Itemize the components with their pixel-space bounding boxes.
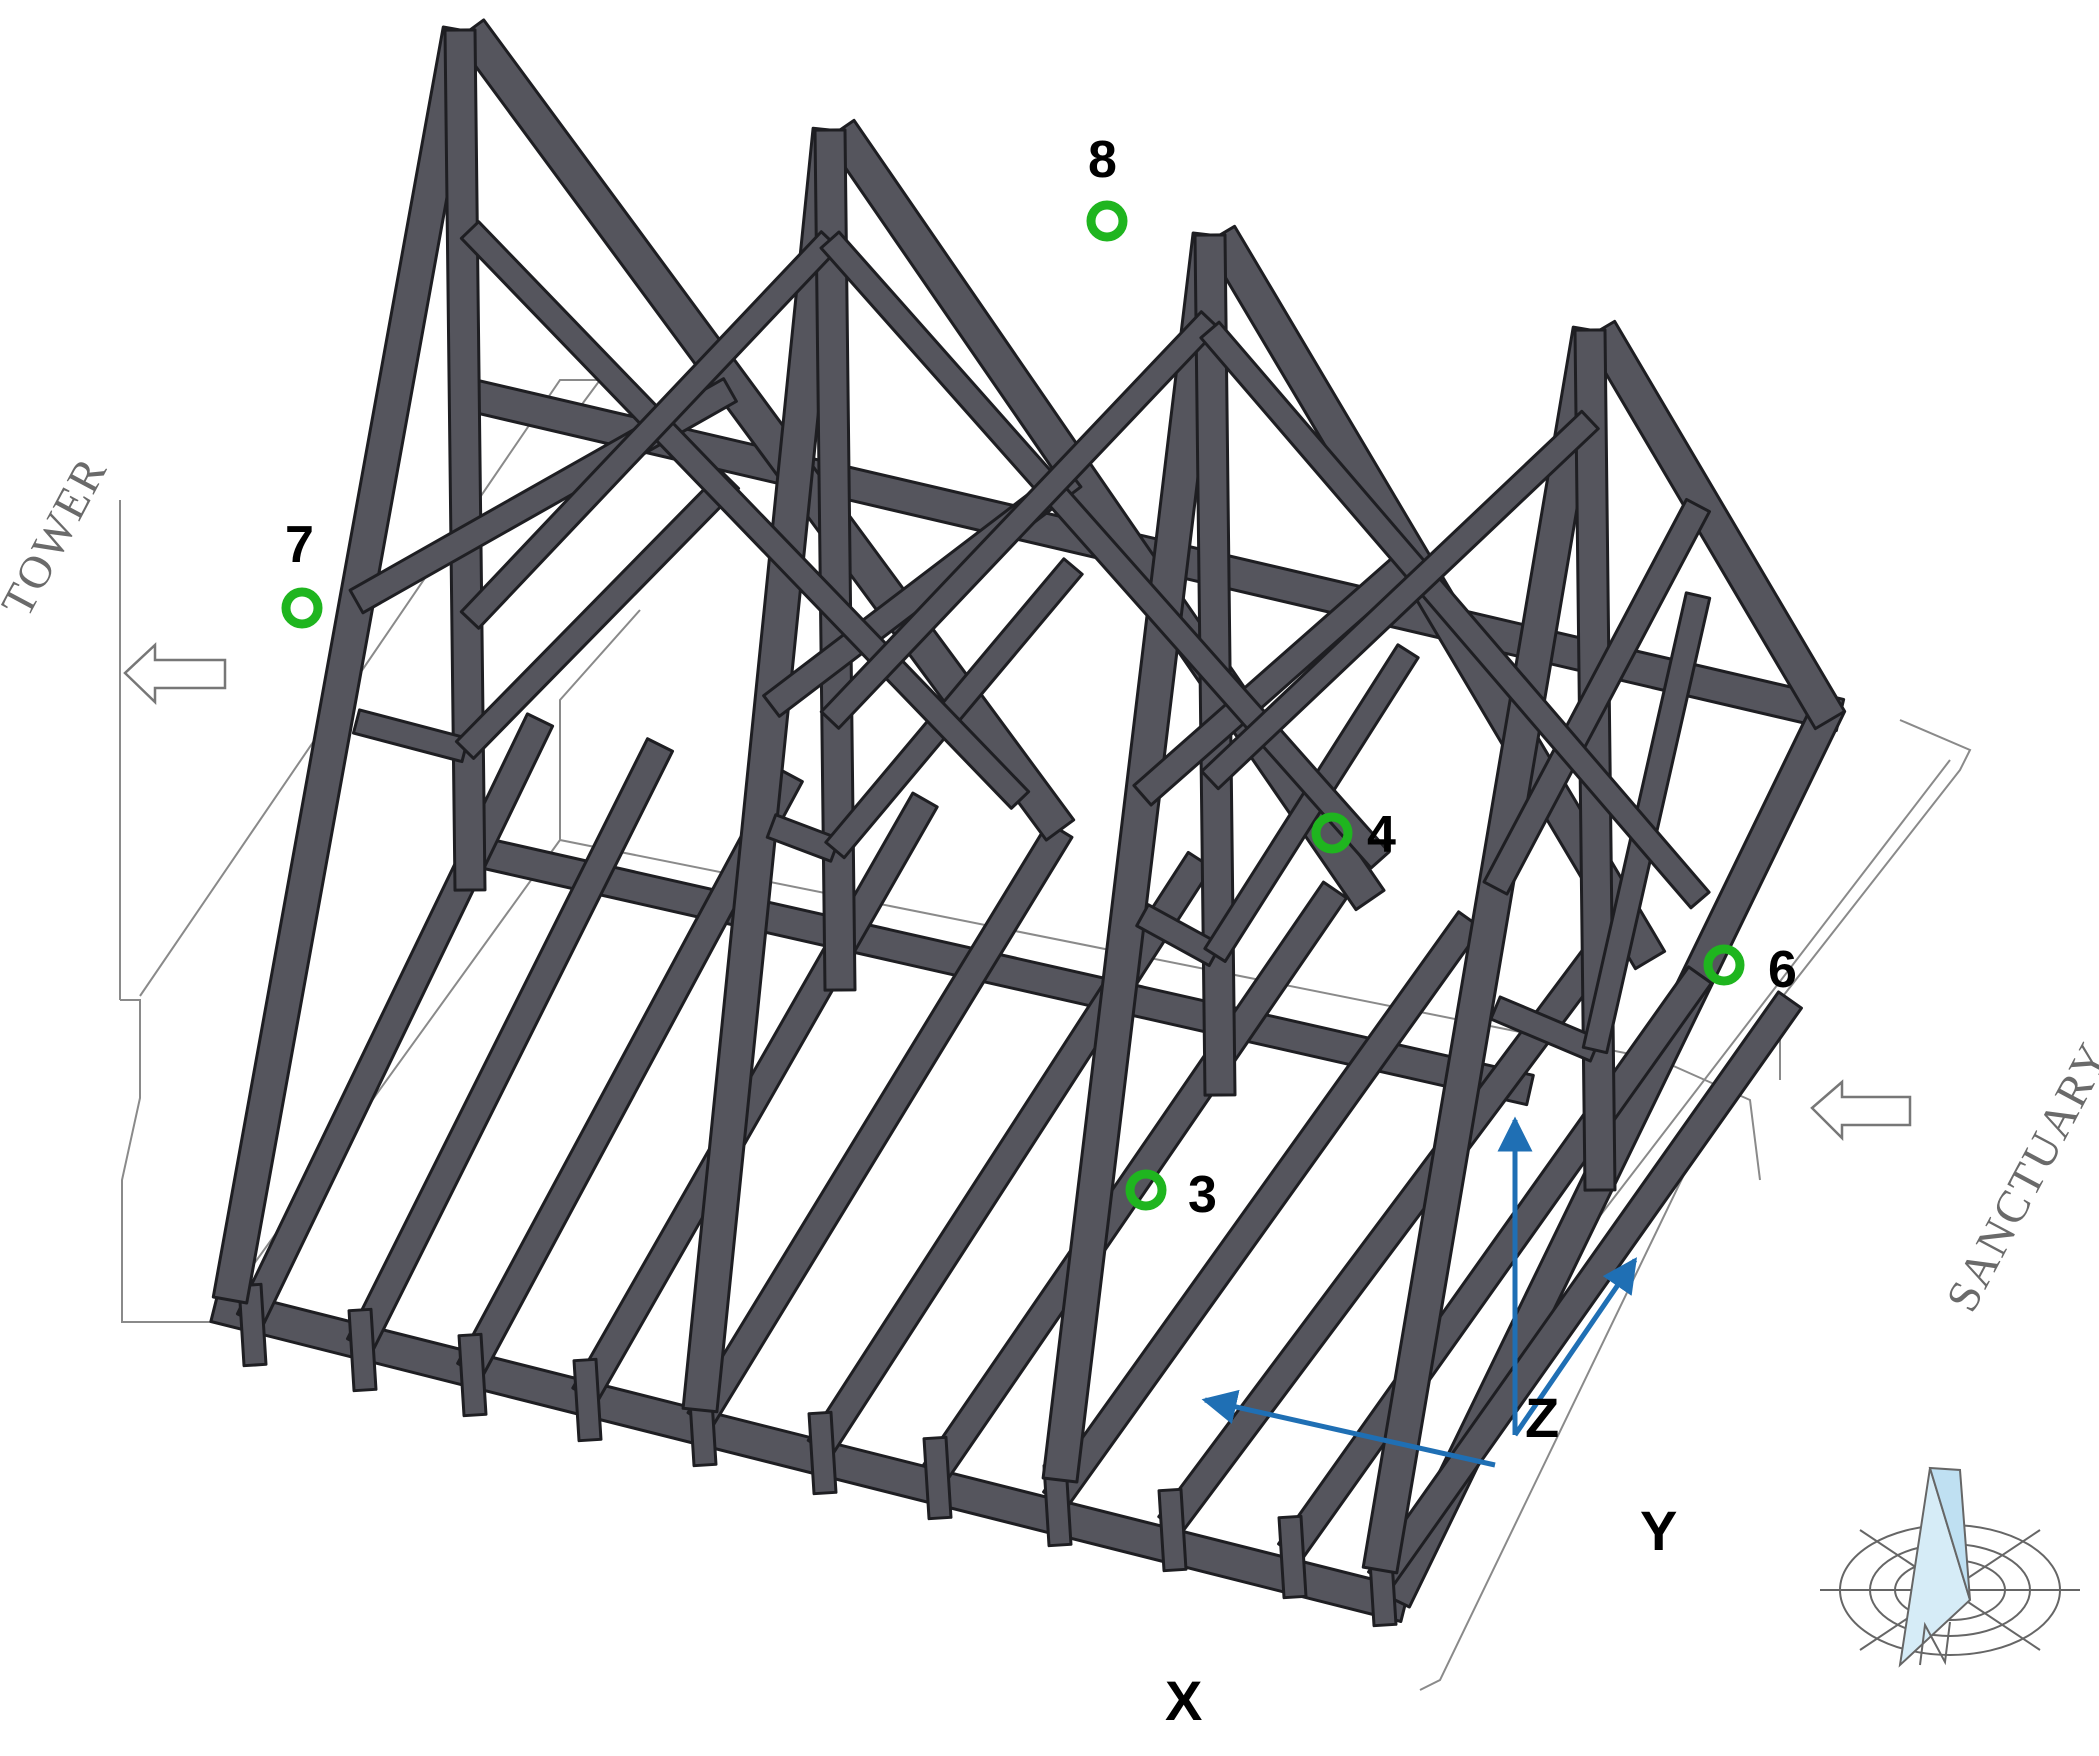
compass-rose-icon [1820,1466,2080,1668]
sensor-markers [281,200,1745,1211]
truss-2-king-post [813,128,857,992]
axis-x-label: X [1165,1669,1203,1732]
sensor-4-label: 4 [1367,806,1396,864]
timber-frame [209,18,1847,1628]
sill-post-10 [1277,1514,1308,1600]
truss-4-left-brace [1489,995,1602,1063]
tower-direction-arrow [123,642,227,705]
sill-post-2 [347,1307,378,1393]
sill-post-4 [572,1357,603,1443]
truss-1-king-post [443,28,487,892]
sill-post-7 [922,1435,953,1521]
cross-brace-3b [1200,409,1600,791]
axis-y [1512,1257,1638,1437]
sanctuary-direction-arrow [1810,1079,1912,1142]
truss-2-left-brace [765,813,841,863]
sensor-8-label: 8 [1088,131,1117,189]
truss-4-collar-tie [1482,497,1711,896]
sill-post-3 [457,1332,488,1418]
sensor-3-marker [1125,1169,1167,1211]
truss-1-left-brace [351,708,470,764]
sensor-6-label: 6 [1768,941,1797,999]
truss-2-right-brace [824,557,1084,860]
sill-post-6 [807,1410,838,1496]
sensor-8-marker [1086,200,1128,242]
sensor-6-marker [1703,944,1745,986]
sill-post-9 [1157,1487,1188,1573]
sensor-7-label: 7 [285,516,314,574]
sensor-4-marker [1311,812,1353,854]
cross-brace-2b [819,310,1221,730]
axis-z-label: Z [1525,1386,1560,1449]
axis-y-label: Y [1640,1499,1678,1562]
sensor-7-marker [281,587,323,629]
truss-4-right-rafter [1583,319,1847,731]
cross-brace-2a [819,230,1391,870]
truss-3-left-brace [1135,903,1223,968]
sill-post-1 [237,1282,268,1368]
cross-brace-3a [1199,320,1711,910]
truss-3-right-brace [1203,643,1420,963]
axis-x [1201,1389,1496,1468]
sensor-3-label: 3 [1188,1166,1217,1224]
